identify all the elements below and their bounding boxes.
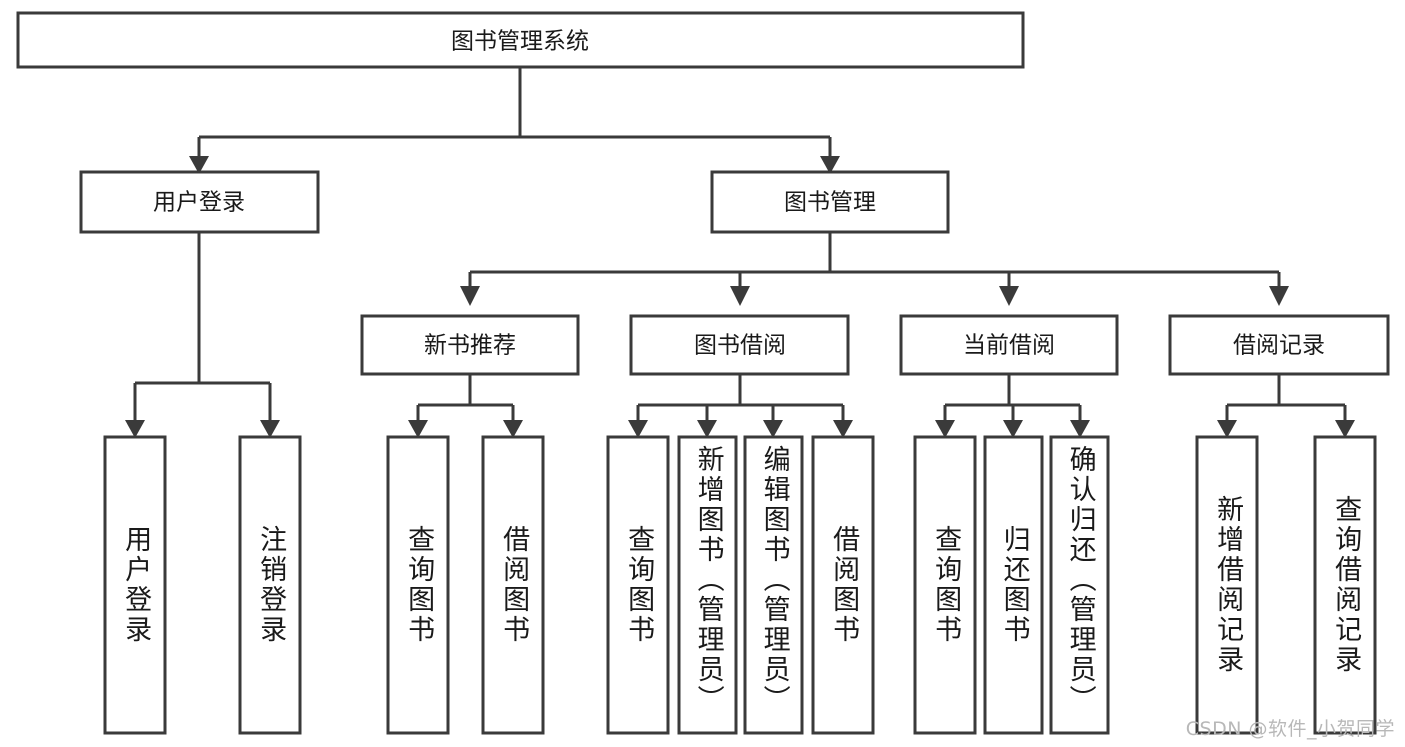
watermark-text: CSDN @软件_小贺同学 xyxy=(1185,718,1395,740)
arrowhead-cb-leaf-1 xyxy=(935,420,955,438)
node-book-manage-label: 图书管理 xyxy=(784,190,876,216)
node-current-borrow-label: 当前借阅 xyxy=(963,333,1055,359)
leaf-box-br-query-record[interactable] xyxy=(1313,435,1377,735)
arrowhead-new-book xyxy=(460,286,480,306)
arrowhead-leaf-user-login xyxy=(125,420,145,438)
node-book-manage-box[interactable] xyxy=(710,170,950,234)
leaf-box-nb-borrow-book[interactable] xyxy=(481,435,545,735)
leaf-box-bb-query-book[interactable] xyxy=(606,435,670,735)
arrowhead-bb-leaf-3 xyxy=(763,420,783,438)
node-borrow-record-box[interactable] xyxy=(1168,314,1390,376)
arrowhead-nb-leaf-1 xyxy=(408,420,428,438)
arrowhead-bb-leaf-1 xyxy=(628,420,648,438)
node-borrow-book-label: 图书借阅 xyxy=(694,333,786,359)
arrowhead-leaf-logout xyxy=(260,420,280,438)
node-root-box[interactable] xyxy=(16,11,1025,69)
arrowhead-current-borrow xyxy=(999,286,1019,306)
arrowhead-br-leaf-1 xyxy=(1217,420,1237,438)
node-borrow-book-box[interactable] xyxy=(629,314,850,376)
node-new-book-box[interactable] xyxy=(360,314,580,376)
arrowhead-borrow-record xyxy=(1269,286,1289,306)
leaf-box-logout[interactable] xyxy=(238,435,302,735)
node-user-login-label: 用户登录 xyxy=(153,190,245,216)
node-root-label: 图书管理系统 xyxy=(451,29,589,55)
arrowhead-cb-leaf-3 xyxy=(1070,420,1090,438)
arrowhead-bb-leaf-4 xyxy=(833,420,853,438)
arrowhead-user-login xyxy=(189,156,209,174)
node-new-book-label: 新书推荐 xyxy=(424,333,516,359)
arrowhead-cb-leaf-2 xyxy=(1003,420,1023,438)
node-user-login-box[interactable] xyxy=(79,170,320,234)
arrowhead-nb-leaf-2 xyxy=(503,420,523,438)
arrowhead-bb-leaf-2 xyxy=(697,420,717,438)
leaf-box-nb-query-book[interactable] xyxy=(386,435,450,735)
leaf-box-cb-query-book[interactable] xyxy=(913,435,977,735)
leaf-box-bb-borrow-book[interactable] xyxy=(811,435,875,735)
leaf-box-br-add-record[interactable] xyxy=(1195,435,1259,735)
leaf-box-cb-return-book[interactable] xyxy=(983,435,1044,735)
node-current-borrow-box[interactable] xyxy=(899,314,1119,376)
leaf-box-bb-add-book[interactable] xyxy=(677,435,738,735)
leaf-box-bb-edit-book[interactable] xyxy=(743,435,804,735)
arrowhead-book-manage xyxy=(820,156,840,174)
arrowhead-br-leaf-2 xyxy=(1335,420,1355,438)
arrowhead-borrow-book xyxy=(730,286,750,306)
leaf-box-user-login[interactable] xyxy=(103,435,167,735)
leaf-box-cb-confirm-return[interactable] xyxy=(1049,435,1110,735)
node-borrow-record-label: 借阅记录 xyxy=(1233,333,1325,359)
